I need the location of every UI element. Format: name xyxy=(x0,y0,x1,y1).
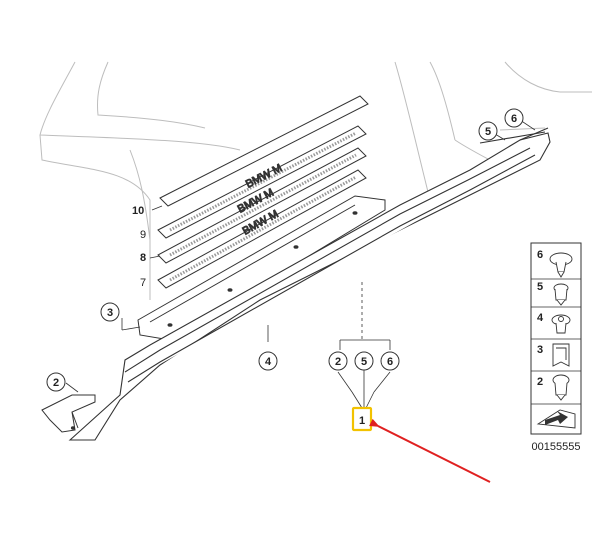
callout-4: 4 xyxy=(265,356,272,368)
callout-6-top-circle: 6 xyxy=(504,108,524,128)
callout-9: 9 xyxy=(140,229,146,241)
callout-6-top: 6 xyxy=(511,113,517,125)
legend-number-6: 6 xyxy=(537,249,543,261)
screw-grommet-icon xyxy=(551,314,571,334)
callout-3: 3 xyxy=(107,307,113,319)
callout-2-group: 2 xyxy=(335,356,341,368)
callout-1: 1 xyxy=(359,415,365,427)
callout-5-top-circle: 5 xyxy=(478,121,498,141)
side-skirt xyxy=(68,127,551,441)
callout-3-circle: 3 xyxy=(100,302,120,322)
callout-8: 8 xyxy=(140,252,146,264)
arrow-plate-icon xyxy=(536,409,576,429)
legend-number-5: 5 xyxy=(537,281,543,293)
callout-2-left-circle: 2 xyxy=(46,372,66,392)
fastener-legend: 6 5 4 3 2 xyxy=(530,242,582,435)
callout-1-highlight: 1 xyxy=(351,406,373,432)
callout-5-top: 5 xyxy=(485,126,491,138)
vehicle-body-outline xyxy=(39,61,592,300)
callout-6-group: 6 xyxy=(387,356,393,368)
inner-sill-carrier xyxy=(137,195,386,341)
u-clip-icon xyxy=(552,343,570,367)
callout-2-left: 2 xyxy=(53,377,59,389)
expanding-rivet-icon xyxy=(553,283,569,306)
red-arrow-icon xyxy=(369,418,491,483)
callout-10: 10 xyxy=(132,205,144,217)
callout-2-group-circle: 2 xyxy=(328,351,348,371)
front-bracket xyxy=(41,394,96,433)
legend-number-2: 2 xyxy=(537,376,543,388)
sill-strip-10 xyxy=(159,95,369,207)
part-number: 00155555 xyxy=(532,441,581,453)
leader-lines xyxy=(65,119,536,409)
callout-5-group-circle: 5 xyxy=(354,351,374,371)
callout-4-circle: 4 xyxy=(258,351,278,371)
callout-6-group-circle: 6 xyxy=(380,351,400,371)
round-clip-icon xyxy=(552,374,570,401)
callout-7: 7 xyxy=(140,277,146,289)
legend-number-4: 4 xyxy=(537,312,544,324)
callout-5-group: 5 xyxy=(361,356,367,368)
push-clip-icon xyxy=(549,252,573,278)
legend-number-3: 3 xyxy=(537,344,543,356)
